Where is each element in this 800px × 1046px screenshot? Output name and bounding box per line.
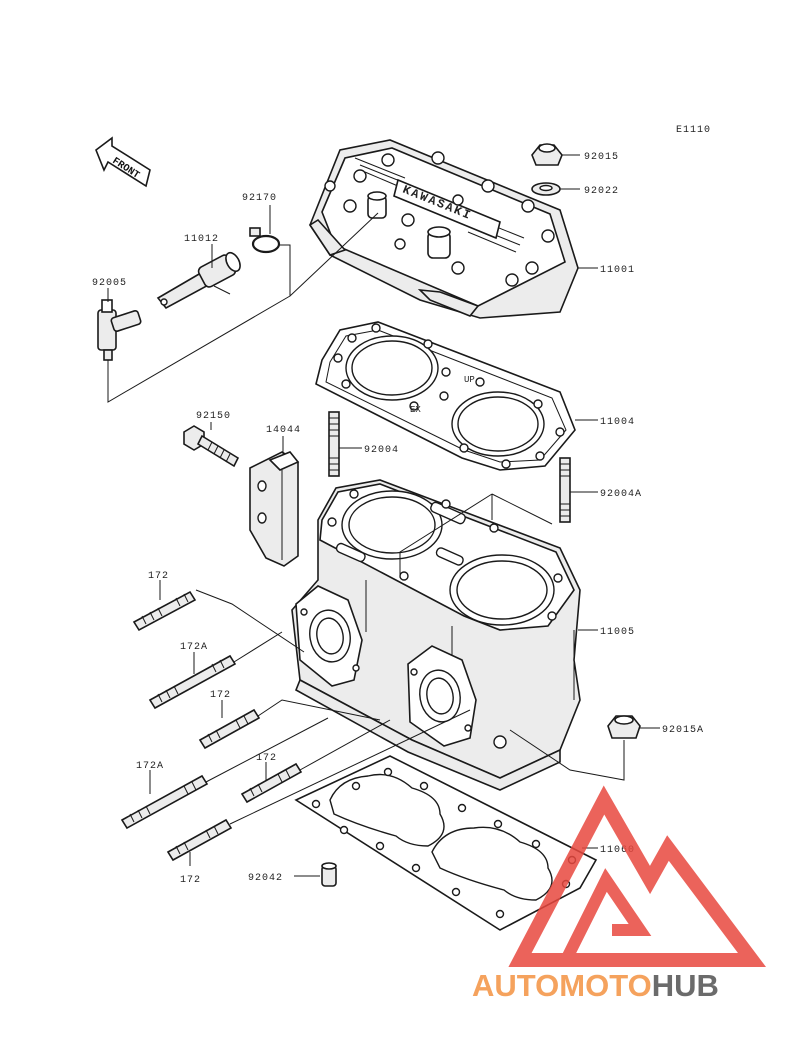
leader-lines: [107, 154, 660, 877]
label-92170: 92170: [242, 193, 277, 204]
bracket-14044[interactable]: [249, 451, 300, 567]
stud-92004a[interactable]: [559, 457, 571, 523]
label-92005: 92005: [92, 278, 127, 289]
label-11060: 11060: [600, 845, 635, 856]
label-11001: 11001: [600, 265, 635, 276]
front-arrow-icon: FRONT: [95, 136, 151, 188]
label-172-4: 172: [180, 875, 201, 886]
head-gasket[interactable]: UP EX: [315, 321, 576, 471]
fitting-11012[interactable]: [156, 250, 243, 310]
label-172-2: 172: [210, 690, 231, 701]
label-92004: 92004: [364, 445, 399, 456]
gasket-up-mark: UP: [464, 375, 475, 385]
stud-172-4[interactable]: [166, 818, 233, 862]
hose-clamp-92170[interactable]: [249, 227, 281, 254]
washer-92022[interactable]: [531, 182, 561, 196]
stud-172a-2[interactable]: [120, 774, 209, 830]
stud-92004[interactable]: [328, 411, 340, 477]
label-172-3: 172: [256, 753, 277, 764]
cap-nut-92015a[interactable]: [607, 715, 641, 739]
cap-nut-92015[interactable]: [531, 143, 563, 166]
label-172-1: 172: [148, 571, 169, 582]
watermark-part1: AUTOMOTO: [472, 968, 652, 1003]
watermark-part2: HUB: [652, 968, 719, 1003]
label-11005: 11005: [600, 627, 635, 638]
part-labels: 92015 92022 92170 11012 92005 11001 1100…: [92, 152, 704, 886]
label-11004: 11004: [600, 417, 635, 428]
dowel-pin-92042[interactable]: [321, 862, 337, 887]
label-172a-2: 172A: [136, 761, 164, 772]
cylinder-head-cover[interactable]: KAWASAKI: [308, 139, 579, 319]
gasket-ex-mark: EX: [410, 405, 421, 415]
watermark-logo-icon: [508, 785, 766, 967]
label-92015a: 92015A: [662, 725, 704, 736]
watermark-text: AUTOMOTOHUB: [472, 968, 719, 1003]
diagram-code: E1110: [676, 125, 711, 136]
stud-172-3[interactable]: [240, 762, 303, 804]
bolt-92150[interactable]: [183, 425, 240, 468]
fitting-92005[interactable]: [97, 299, 142, 361]
label-92150: 92150: [196, 411, 231, 422]
label-11012: 11012: [184, 234, 219, 245]
label-92022: 92022: [584, 186, 619, 197]
stud-172-2[interactable]: [198, 708, 261, 750]
stud-172a-1[interactable]: [148, 654, 237, 710]
label-92042: 92042: [248, 873, 283, 884]
label-172a-1: 172A: [180, 642, 208, 653]
stud-172-1[interactable]: [132, 590, 197, 632]
cylinder-block[interactable]: [291, 479, 581, 791]
label-92015: 92015: [584, 152, 619, 163]
label-14044: 14044: [266, 425, 301, 436]
label-92004a: 92004A: [600, 489, 642, 500]
